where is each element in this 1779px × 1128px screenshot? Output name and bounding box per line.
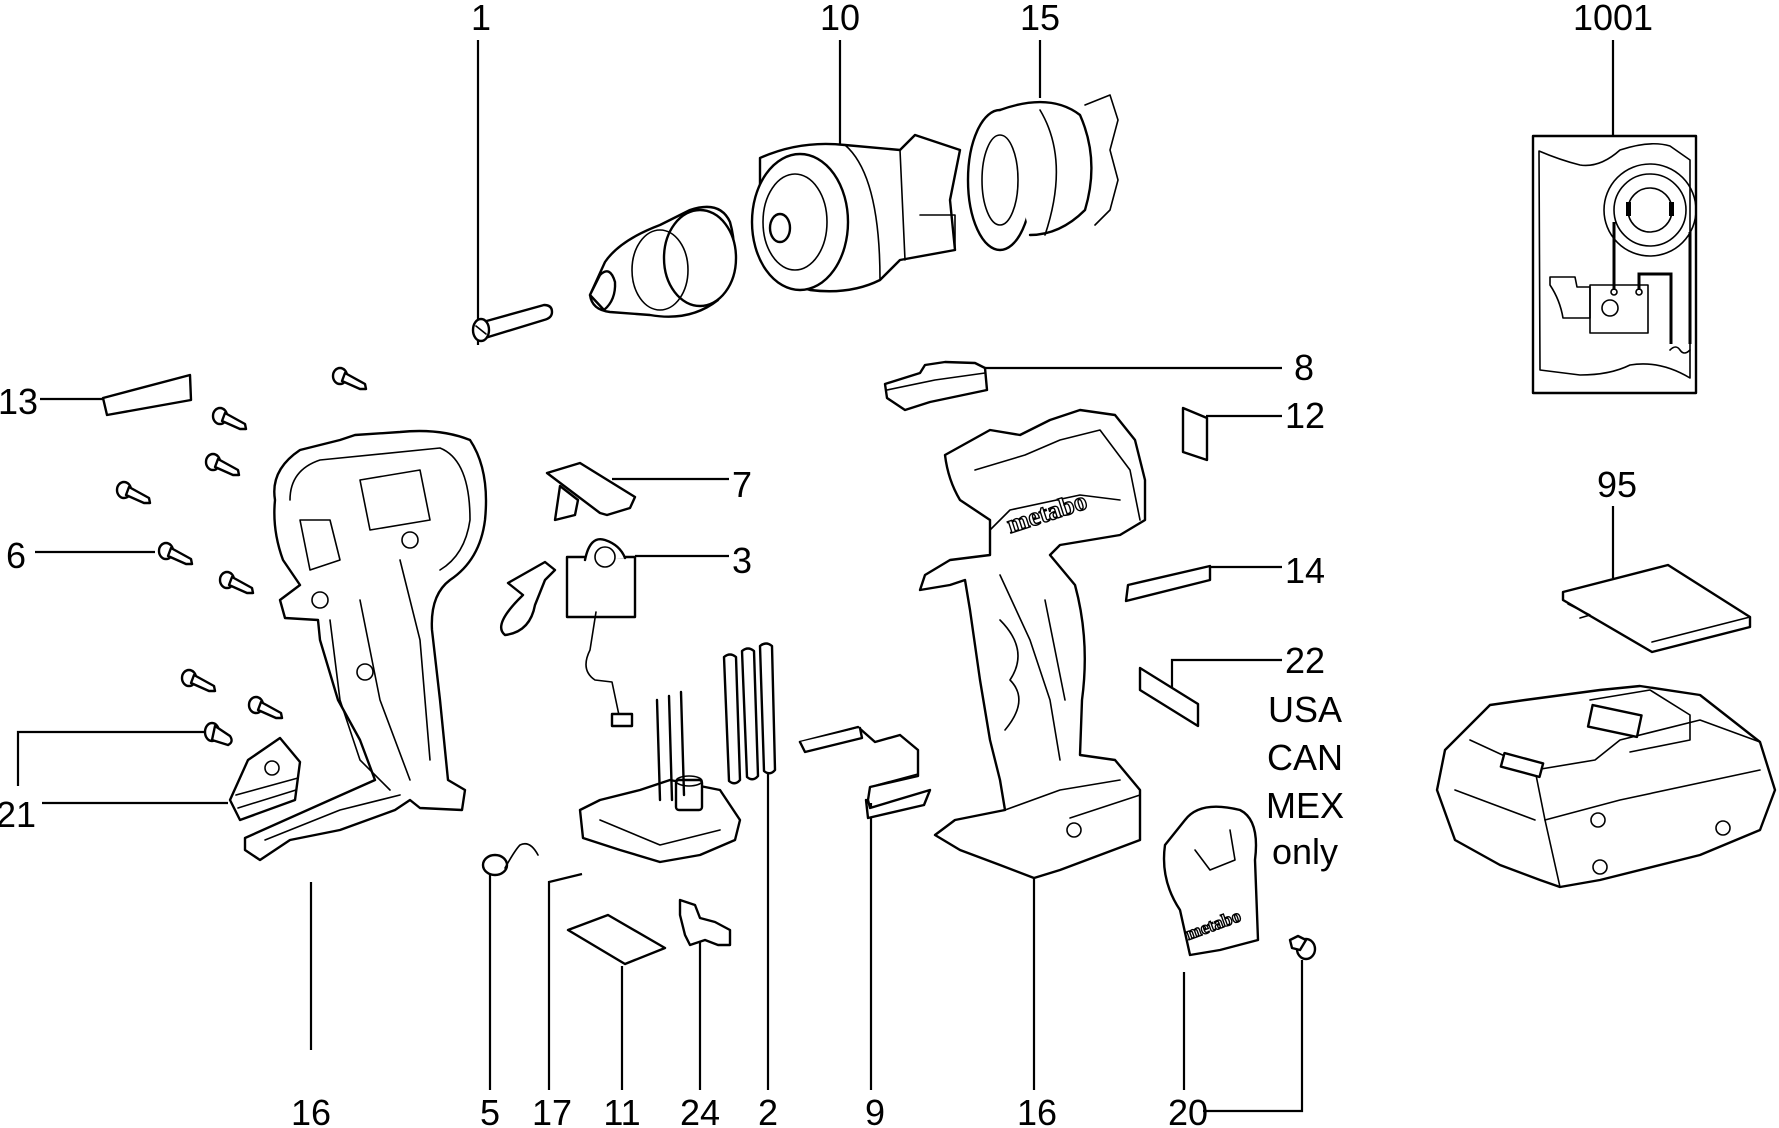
part-1-pin xyxy=(471,303,554,343)
callout-6: 6 xyxy=(6,535,26,576)
part-17-module xyxy=(578,690,742,864)
part-5-led xyxy=(481,842,539,877)
callout-2: 2 xyxy=(758,1092,778,1128)
battery-pack xyxy=(1435,684,1777,889)
callout-1: 1 xyxy=(471,0,491,38)
callout-7: 7 xyxy=(732,464,752,505)
screw xyxy=(115,480,152,505)
callout-13: 13 xyxy=(0,381,38,422)
leader-22 xyxy=(1170,658,1282,700)
callout-20: 20 xyxy=(1168,1092,1208,1128)
leader-lines xyxy=(16,40,1615,1113)
region-note: USA CAN MEX only xyxy=(1266,689,1344,872)
part-11-pad xyxy=(566,913,667,966)
part-13-label xyxy=(101,373,193,417)
callout-16-right: 16 xyxy=(1017,1092,1057,1128)
callout-9: 9 xyxy=(865,1092,885,1128)
part-3-switch xyxy=(500,538,637,728)
part-20-belt-hook: metabo xyxy=(1162,805,1317,961)
part-15-motor xyxy=(966,94,1119,252)
part-95-cover xyxy=(1561,563,1752,654)
callout-11: 11 xyxy=(603,1092,640,1128)
part-21-clip xyxy=(203,721,302,822)
screw xyxy=(211,406,248,431)
callout-1001: 1001 xyxy=(1573,0,1653,38)
callout-5: 5 xyxy=(480,1092,500,1128)
callout-labels: 1 10 15 1001 13 8 12 7 95 6 3 14 22 21 1… xyxy=(0,0,1653,1128)
region-note-line-4: only xyxy=(1272,831,1338,872)
callout-3: 3 xyxy=(732,540,752,581)
part-16-left-housing xyxy=(243,429,488,862)
callout-16-left: 16 xyxy=(291,1092,331,1128)
region-note-line-2: CAN xyxy=(1267,737,1343,778)
callout-10: 10 xyxy=(820,0,860,38)
part-chuck xyxy=(588,205,738,318)
callout-8: 8 xyxy=(1294,347,1314,388)
part-1001-wiring-card xyxy=(1531,134,1698,395)
leader-20b xyxy=(1203,960,1304,1113)
callout-17: 17 xyxy=(532,1092,572,1128)
callout-15: 15 xyxy=(1020,0,1060,38)
part-10-gearbox xyxy=(750,133,962,293)
screw xyxy=(157,541,194,566)
callout-12: 12 xyxy=(1285,395,1325,436)
part-14-label xyxy=(1124,564,1212,603)
region-note-line-3: MEX xyxy=(1266,785,1344,826)
part-24-holder xyxy=(678,898,732,947)
part-22-label xyxy=(1138,666,1200,728)
leader-21 xyxy=(16,730,205,786)
screw xyxy=(180,668,217,693)
part-2-rods xyxy=(722,642,777,785)
part-9-bracket xyxy=(798,725,932,820)
part-8-slider xyxy=(883,360,989,412)
callout-14: 14 xyxy=(1285,550,1325,591)
part-16-right-housing: metabo xyxy=(918,408,1147,880)
callout-24: 24 xyxy=(680,1092,720,1128)
leader-17 xyxy=(547,872,583,1090)
part-12-label xyxy=(1181,406,1209,462)
callout-95: 95 xyxy=(1597,464,1637,505)
screw xyxy=(218,570,255,595)
screw xyxy=(331,366,368,391)
callout-21: 21 xyxy=(0,794,36,835)
callout-22: 22 xyxy=(1285,640,1325,681)
screw xyxy=(204,452,241,477)
screw xyxy=(247,695,284,720)
region-note-line-1: USA xyxy=(1268,689,1342,730)
part-6-screws xyxy=(115,366,368,720)
part-7-lever xyxy=(545,461,637,522)
